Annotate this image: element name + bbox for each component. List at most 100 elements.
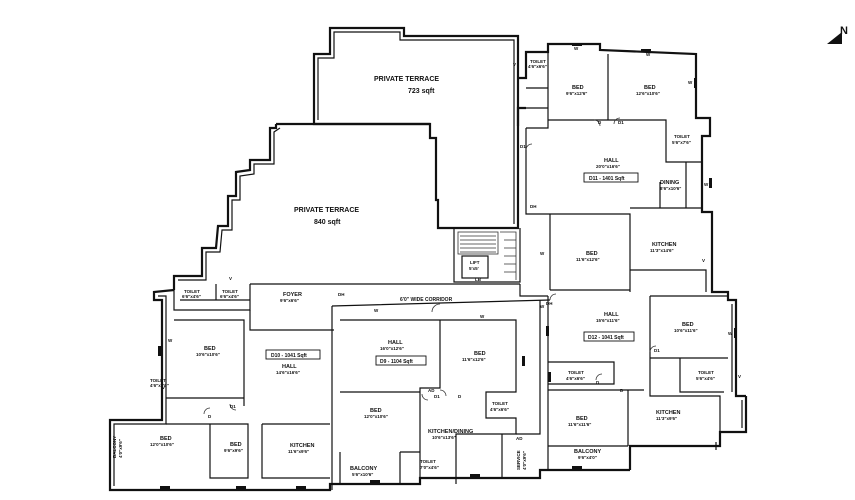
room-label: BALCONY <box>350 466 378 472</box>
mark-d: D <box>458 394 462 399</box>
mark-dh: DH <box>530 204 537 209</box>
mark-v: V <box>162 385 165 390</box>
terrace-2-area: 840 sqft <box>314 219 341 226</box>
corridor-label: 6'0" WIDE CORRIDOR <box>400 297 453 303</box>
terrace-2-name: PRIVATE TERRACE <box>294 207 359 214</box>
room-size: 14'6"x16'6" <box>276 370 300 375</box>
mark-d: D <box>208 414 212 419</box>
room-label: BED <box>160 436 172 442</box>
mark-w: W <box>646 52 651 57</box>
room-size: 10'6"x11'6" <box>674 328 698 333</box>
mark-v: V <box>229 276 232 281</box>
mark-d: D <box>598 120 602 125</box>
room-size: 6'6"x4'6" <box>220 294 239 299</box>
mark-dh: DH <box>338 292 345 297</box>
room-size: 11'6"x12'6" <box>576 257 600 262</box>
marks: W W W W W W W W W W V V V V V D1 D1 D1 D… <box>162 46 741 441</box>
room-label: HALL <box>604 312 619 318</box>
mark-ad: AD <box>516 436 523 441</box>
room-size: 11'6"x9'6" <box>288 449 309 454</box>
mark-w: W <box>688 80 693 85</box>
room-label: TOILET <box>184 289 200 294</box>
room-size: 11'3"x9'6" <box>656 416 677 421</box>
mark-w: W <box>728 331 733 336</box>
room-label: BED <box>644 85 656 91</box>
mark-d1: D1 <box>618 120 624 125</box>
room-size: 15'6"x11'6" <box>596 318 620 323</box>
room-label: BED <box>230 442 242 448</box>
room-size: 9'6"x4'0" <box>578 455 597 460</box>
room-size: 4'0"x9'6" <box>522 451 527 470</box>
room-label: BED <box>682 322 694 328</box>
room-label: TOILET <box>150 378 166 383</box>
room-label: HALL <box>388 340 403 346</box>
room-label: FOYER <box>283 292 302 298</box>
lift-size: 5'x5' <box>469 266 479 271</box>
room-size: 4'6"x7'6" <box>150 383 169 388</box>
mark-v: V <box>738 374 741 379</box>
room-label: TOILET <box>420 459 436 464</box>
opening-markers <box>158 43 737 489</box>
room-size: 5'6"x4'6" <box>696 376 715 381</box>
mark-dh: DH <box>546 301 553 306</box>
room-size: 4'0"x9'6" <box>118 439 123 458</box>
mark-w: W <box>480 314 485 319</box>
room-size: 10'6"x13'6" <box>432 435 456 440</box>
room-label: BED <box>474 351 486 357</box>
room-label: HALL <box>282 364 297 370</box>
room-size: 12'0"x10'6" <box>150 442 174 447</box>
room-size: 9'6"x9'6" <box>224 448 243 453</box>
room-label: BED <box>586 251 598 257</box>
mark-d: D <box>620 388 624 393</box>
room-label: KITCHEN <box>652 242 676 248</box>
room-size: 5'6"x10'6" <box>352 472 373 477</box>
north-arrow-icon <box>827 32 842 44</box>
room-label: SERVICE <box>516 450 521 470</box>
mark-d1: D1 <box>230 404 236 409</box>
outer-walls <box>108 26 748 492</box>
room-size: 9'6"x12'6" <box>566 91 587 96</box>
room-size: 9'6"x6'6" <box>280 298 299 303</box>
room-label: HALL <box>604 158 619 164</box>
unit-d9-area: D9 - 1104 Sqft <box>380 359 413 365</box>
room-label: TOILET <box>222 289 238 294</box>
room-label: KITCHEN <box>290 443 314 449</box>
room-size: 16'0"x12'6" <box>380 346 404 351</box>
mark-w: W <box>540 304 545 309</box>
north-arrow: N <box>827 25 848 44</box>
room-size: 12'0"x10'6" <box>364 414 388 419</box>
mark-w: W <box>374 308 379 313</box>
room-size: 7'0"x4'6" <box>420 465 439 470</box>
unit-d11-area: D11 - 1401 Sqft <box>589 176 625 182</box>
mark-w: W <box>540 251 545 256</box>
room-label: BED <box>204 346 216 352</box>
terrace-1-name: PRIVATE TERRACE <box>374 76 439 83</box>
room-label: TOILET <box>568 370 584 375</box>
room-label: TOILET <box>530 59 546 64</box>
room-size: 11'6"x11'6" <box>568 422 591 427</box>
room-label: KITCHEN/DINING <box>428 429 473 435</box>
room-size: 4'6"x6'6" <box>490 407 509 412</box>
room-label: DINING <box>660 180 679 186</box>
room-size: 6'6"x4'6" <box>182 294 201 299</box>
room-size: 11'3"x14'6" <box>650 248 674 253</box>
room-label: BALCONY <box>574 449 602 455</box>
mark-w: W <box>574 46 579 51</box>
mark-d1: D1 <box>434 394 440 399</box>
room-label: KITCHEN <box>656 410 680 416</box>
room-label: BED <box>370 408 382 414</box>
room-size: 4'6"x6'6" <box>566 376 585 381</box>
room-label: TOILET <box>492 401 508 406</box>
mark-v: V <box>513 62 516 67</box>
mark-d1: D1 <box>654 348 660 353</box>
north-label: N <box>840 25 848 37</box>
mark-ad: AD <box>428 388 435 393</box>
room-label: BED <box>572 85 584 91</box>
terrace-1-area: 723 sqft <box>408 88 435 95</box>
mark-d1: D1 <box>520 144 526 149</box>
unit-d10-area: D10 - 1041 Sqft <box>271 353 307 359</box>
lift-label: LIFT <box>470 260 480 265</box>
mark-w: W <box>704 182 709 187</box>
room-size: 10'6"x10'6" <box>196 352 220 357</box>
room-label: BED <box>576 416 588 422</box>
